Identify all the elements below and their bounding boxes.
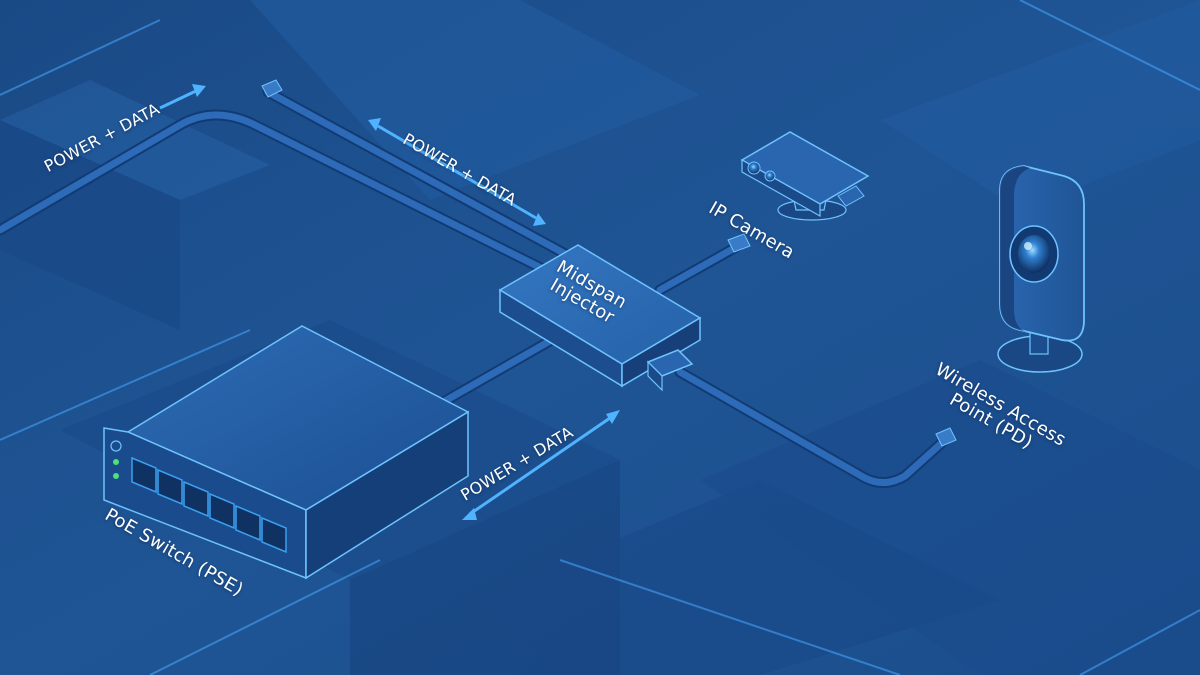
cables bbox=[0, 86, 951, 488]
midspan-injector-icon bbox=[498, 244, 702, 392]
double-arrow-icon bbox=[368, 118, 546, 226]
ip-camera-icon bbox=[740, 131, 870, 221]
poe-switch-icon bbox=[103, 325, 470, 580]
cable-plugs bbox=[261, 79, 957, 447]
double-arrow-icon bbox=[462, 410, 620, 520]
wireless-access-point-icon bbox=[997, 165, 1085, 373]
double-arrow-icon bbox=[159, 84, 206, 110]
